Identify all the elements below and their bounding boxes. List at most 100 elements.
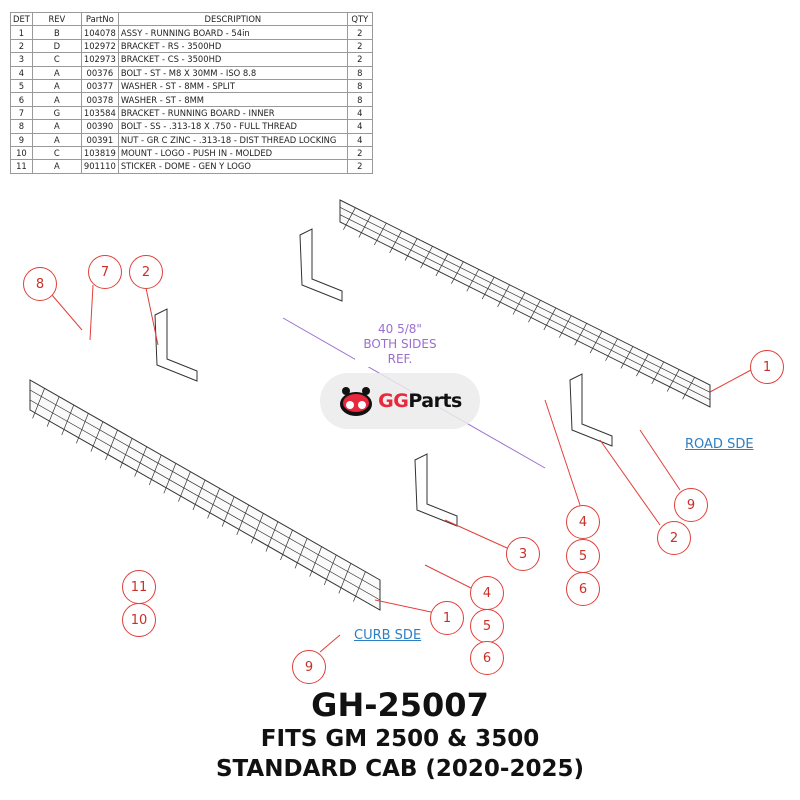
tread-line: [481, 276, 495, 300]
tread-line: [265, 521, 279, 552]
tread-line: [543, 307, 557, 331]
tread-line: [32, 388, 45, 419]
tread-line: [420, 246, 433, 269]
callout-8: 8: [23, 267, 57, 301]
bom-cell: A: [31, 119, 82, 134]
bom-cell: 3: [10, 52, 33, 67]
bom-cell: 8: [10, 119, 33, 134]
callout-6: 6: [470, 641, 504, 675]
tread-line: [339, 207, 711, 393]
bom-cell: 102973: [80, 52, 119, 67]
bom-cell: 00377: [80, 78, 119, 94]
tread-line: [221, 496, 235, 527]
tread-line: [280, 529, 293, 561]
tread-line: [620, 346, 634, 369]
tread-line: [339, 214, 711, 400]
bom-cell: 901110: [80, 159, 119, 174]
bom-cell: WASHER - ST - 8MM - SPLIT: [117, 78, 348, 94]
leader-line: [639, 429, 681, 491]
leader-line: [444, 519, 508, 549]
callout-10: 10: [122, 603, 156, 637]
callout-4: 4: [470, 576, 504, 610]
bom-header: DET: [10, 11, 33, 27]
curb-side-label: CURB SDE: [354, 628, 422, 643]
bom-cell: 2: [346, 145, 373, 161]
tread-line: [512, 292, 526, 315]
tread-line: [636, 353, 649, 377]
bom-cell: 00378: [80, 92, 119, 107]
bom-cell: 7: [10, 105, 33, 121]
bom-cell: 6: [10, 92, 33, 107]
bom-cell: C: [31, 145, 82, 161]
leader-line: [709, 369, 752, 393]
bom-cell: A: [31, 92, 82, 107]
bracket: [414, 453, 458, 527]
tread-line: [682, 377, 695, 400]
bom-cell: 102972: [80, 38, 119, 54]
tread-line: [90, 421, 104, 452]
dimension-ref: REF.: [387, 352, 413, 366]
tread-line: [353, 571, 366, 602]
tread-line: [192, 479, 206, 511]
tread-line: [338, 563, 352, 594]
bom-cell: BRACKET - RS - 3500HD: [117, 38, 348, 54]
bom-cell: 00390: [80, 119, 119, 134]
bom-cell: 4: [346, 105, 373, 121]
tread-line: [343, 207, 356, 230]
bom-cell: MOUNT - LOGO - PUSH IN - MOLDED: [117, 145, 348, 161]
tread-line: [451, 261, 464, 284]
tread-line: [651, 361, 665, 385]
brand-parts: Parts: [408, 390, 462, 412]
bom-header: QTY: [346, 11, 373, 27]
bom-cell: 2: [10, 38, 33, 54]
tread-line: [105, 429, 118, 461]
bom-cell: 5: [10, 78, 33, 94]
callout-2: 2: [657, 521, 691, 555]
bom-cell: A: [31, 78, 82, 94]
bom-header: DESCRIPTION: [117, 11, 348, 27]
leader-line: [374, 599, 432, 613]
tread-line: [404, 238, 418, 261]
tread-line: [358, 215, 372, 238]
leader-line: [51, 294, 83, 331]
bom-cell: 4: [346, 119, 373, 134]
dimension-label: 40 5/8" BOTH SIDES REF.: [355, 322, 445, 367]
tread-line: [389, 230, 402, 254]
road-side-label: ROAD SDE: [685, 437, 754, 452]
tread-line: [163, 463, 177, 494]
callout-9: 9: [292, 650, 326, 684]
tread-line: [46, 396, 60, 427]
bom-cell: 00376: [80, 65, 119, 80]
tread-line: [574, 323, 587, 346]
leader-line: [319, 634, 341, 653]
leader-line: [599, 439, 661, 526]
bom-cell: 10: [10, 145, 33, 161]
bom-cell: D: [31, 38, 82, 54]
bom-cell: 2: [346, 38, 373, 54]
tread-line: [466, 269, 480, 292]
callout-5: 5: [470, 609, 504, 643]
bracket: [154, 308, 198, 382]
tread-line: [323, 554, 337, 586]
bom-cell: BOLT - ST - M8 X 30MM - ISO 8.8: [117, 65, 348, 80]
bom-header: REV: [31, 11, 82, 27]
callout-11: 11: [122, 570, 156, 604]
leader-line: [544, 399, 581, 506]
cab-title: STANDARD CAB (2020-2025): [215, 756, 585, 782]
tread-line: [134, 446, 147, 477]
bom-cell: BOLT - SS - .313-18 X .750 - FULL THREAD: [117, 119, 348, 134]
tread-line: [236, 504, 250, 536]
bom-header: PartNo: [80, 11, 119, 27]
tread-line: [207, 488, 220, 519]
tread-line: [29, 389, 381, 591]
bom-cell: 2: [346, 25, 373, 40]
bom-cell: 103584: [80, 105, 119, 121]
